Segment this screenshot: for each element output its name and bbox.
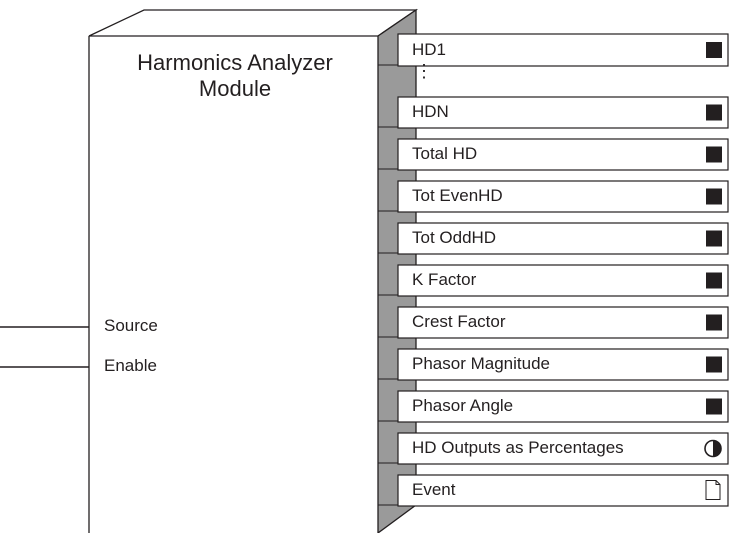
- output-register-phasor-magnitude[interactable]: [397, 348, 729, 381]
- numeric-output-icon: [706, 356, 722, 373]
- numeric-output-icon: [706, 398, 722, 415]
- output-label: Phasor Magnitude: [412, 354, 550, 373]
- source-input-label: Source: [104, 316, 158, 335]
- output-label: K Factor: [412, 270, 477, 289]
- output-label: HDN: [412, 102, 449, 121]
- module-title-line2: Module: [198, 76, 272, 101]
- numeric-output-icon: [706, 314, 722, 331]
- output-register-hdn[interactable]: [397, 96, 729, 129]
- output-register-event[interactable]: [397, 474, 729, 507]
- output-register-total-hd[interactable]: [397, 138, 729, 171]
- output-label: Event: [412, 480, 456, 499]
- output-register-hd-outputs-as-percentages[interactable]: [397, 432, 729, 465]
- numeric-output-icon: [706, 104, 722, 121]
- output-label: HD1: [412, 40, 447, 59]
- boolean-output-icon-half: [713, 440, 721, 457]
- numeric-output-icon: [706, 146, 722, 163]
- event-output-icon: [705, 480, 721, 500]
- output-register-tot-evenhd[interactable]: [397, 180, 729, 213]
- output-register-k-factor[interactable]: [397, 264, 729, 297]
- output-label: HD Outputs as Percentages: [412, 438, 624, 457]
- ellipsis-indicator: ⋮: [415, 61, 433, 81]
- output-label: Crest Factor: [412, 312, 506, 331]
- output-register-hd1[interactable]: [397, 33, 729, 67]
- output-register-list: [378, 33, 729, 507]
- output-register-crest-factor[interactable]: [397, 306, 729, 339]
- numeric-output-icon: [706, 188, 722, 205]
- numeric-output-icon: [706, 230, 722, 247]
- output-register-phasor-angle[interactable]: [397, 390, 729, 423]
- output-label: Phasor Angle: [412, 396, 514, 415]
- output-register-tot-oddhd[interactable]: [397, 222, 729, 255]
- enable-input-label: Enable: [104, 356, 157, 375]
- output-label: Tot EvenHD: [412, 186, 503, 205]
- module-top-face: [88, 9, 419, 37]
- numeric-output-icon: [706, 272, 722, 289]
- output-label: Tot OddHD: [412, 228, 497, 247]
- module-title-line1: Harmonics Analyzer: [137, 50, 333, 75]
- module-title: Harmonics Analyzer Module: [92, 50, 378, 102]
- numeric-output-icon: [706, 42, 722, 58]
- output-label: Total HD: [412, 144, 478, 163]
